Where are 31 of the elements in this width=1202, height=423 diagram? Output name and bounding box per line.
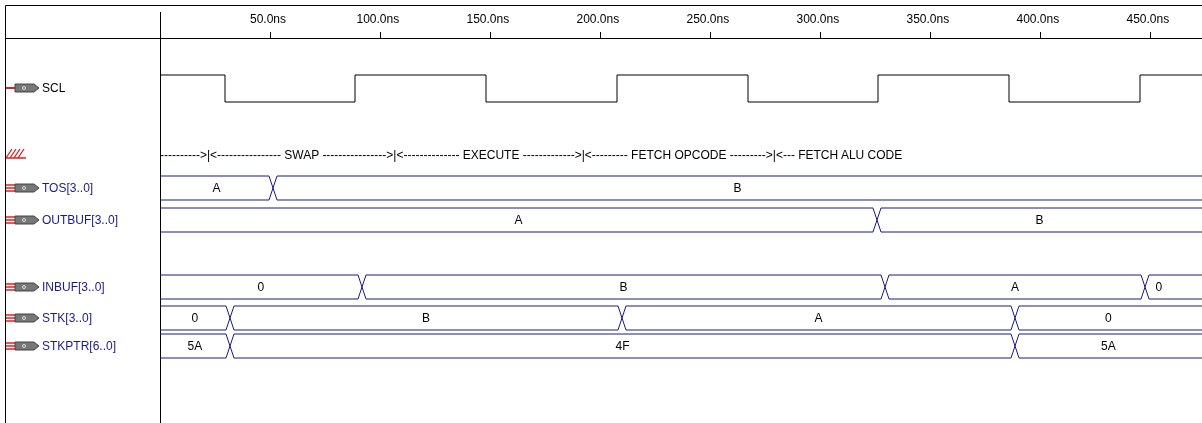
time-tick-label: 450.0ns <box>1126 12 1170 26</box>
signal-name: INBUF[3..0] <box>42 280 105 294</box>
bus-value: B <box>733 181 742 195</box>
bus-value: 0 <box>1155 280 1163 294</box>
signal-name: STKPTR[6..0] <box>42 339 117 353</box>
bus-value: A <box>814 311 823 325</box>
bus-value: 0 <box>257 280 265 294</box>
signal-name: OUTBUF[3..0] <box>42 213 118 227</box>
bus-value: 0 <box>191 311 199 325</box>
comment-text: ---------->|<---------------- SWAP ---------------->|<-------------- EXECUTE ------------->|<--------- FETCH OPCODE --------->|<--- FETCH ALU CODE <box>160 148 903 162</box>
bus-value: B <box>422 311 430 325</box>
time-tick-label: 200.0ns <box>576 12 620 26</box>
time-tick-label: 400.0ns <box>1016 12 1060 26</box>
bus-value: A <box>1011 280 1019 294</box>
time-tick-label: 350.0ns <box>906 12 950 26</box>
time-tick-label: 100.0ns <box>356 12 400 26</box>
bus-value: 5A <box>187 339 203 353</box>
signal-name: SCL <box>42 81 66 95</box>
bus-value: A <box>212 181 221 195</box>
bus-value: B <box>1035 213 1044 227</box>
bus-value: B <box>619 280 628 294</box>
signal-name: TOS[3..0] <box>42 181 94 195</box>
signal-name: STK[3..0] <box>42 311 93 325</box>
time-tick-label: 50.0ns <box>250 12 287 26</box>
bus-value: A <box>514 213 523 227</box>
time-tick-label: 150.0ns <box>466 12 510 26</box>
bus-value: 5A <box>1101 339 1116 353</box>
bus-value: 0 <box>1105 311 1112 325</box>
time-tick-label: 250.0ns <box>686 12 730 26</box>
time-tick-label: 300.0ns <box>796 12 840 26</box>
bus-value: 4F <box>615 339 630 353</box>
